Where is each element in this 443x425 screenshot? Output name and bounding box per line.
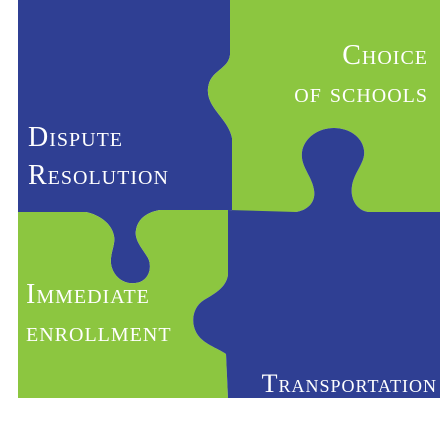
label-choice: Choice — [342, 40, 428, 71]
label-transportation: Transportation — [262, 369, 437, 398]
label-resolution: Resolution — [28, 160, 169, 191]
label-immediate: Immediate — [26, 279, 150, 310]
label-enrollment: enrollment — [26, 317, 172, 348]
piece-top-right — [207, 0, 440, 212]
piece-bottom-right — [193, 128, 440, 398]
piece-top-left — [18, 0, 232, 284]
label-dispute: Dispute — [28, 122, 123, 153]
label-of-schools: of schools — [294, 78, 428, 109]
piece-bottom-left — [18, 210, 228, 398]
